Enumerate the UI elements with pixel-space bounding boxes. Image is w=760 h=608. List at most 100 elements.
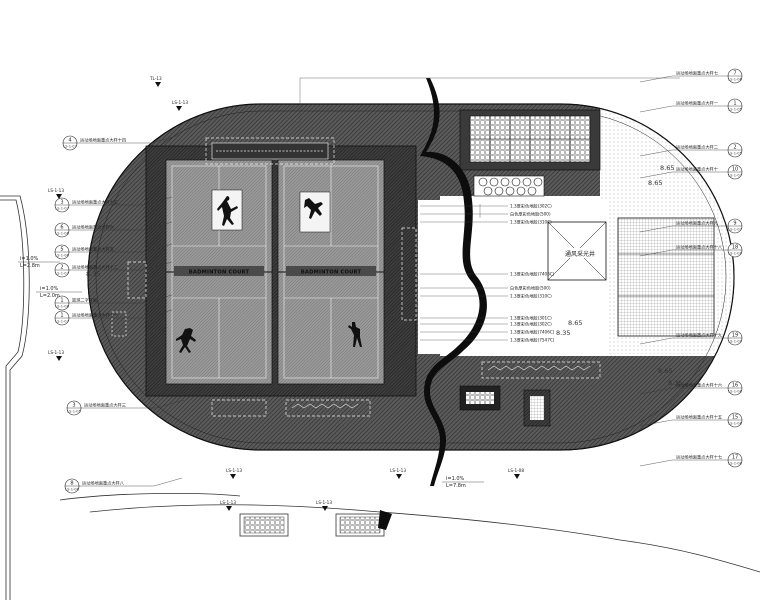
left-callout-label: 运动场地面重点大样三 [84, 402, 126, 409]
court-area: BADMINTON COURT BADMINTON COURT [145, 145, 417, 397]
svg-text:i=1.0%: i=1.0% [446, 476, 465, 482]
left-callout-number: 8 [70, 481, 73, 487]
right-callout-label: 运动场地面重点大样十七 [676, 454, 722, 461]
left-callout: 运动场地面重点大样十四 [77, 134, 181, 144]
top-bench-row [205, 137, 335, 165]
svg-text:LS-1-13: LS-1-13 [220, 500, 236, 505]
right-callout: 运动场地面重点大样十九 [639, 332, 728, 345]
left-callout-bubble: 3LS-1-05 [66, 400, 82, 416]
left-callout-label: 运动场地面重点大样六 [72, 224, 114, 231]
bottom-window-grid-a [243, 516, 285, 534]
player-silhouette-bottom-right [348, 322, 362, 347]
left-callout-label: 运动场地面重点大样十二 [72, 264, 118, 271]
left-court-label: BADMINTON COURT [189, 270, 250, 276]
left-callout-label: 运动场地面重点大样十四 [80, 137, 126, 144]
left-callout-bubble: 1LS-1-06 [54, 295, 70, 311]
central-s-curve [378, 78, 487, 530]
section-mark-bottom-left: LS-1-13 [220, 500, 236, 511]
left-callout: 运动场地面重点大样六 [69, 221, 173, 231]
left-callout-label: 篮球二字样板 [72, 297, 98, 304]
section-mark-bottom-b: LS-1-13 [390, 468, 406, 479]
right-callout-ref: LS-1-06 [728, 78, 742, 82]
right-callout-number: 7 [733, 71, 736, 77]
section-mark-bottom-mid: LS-1-13 [316, 500, 332, 511]
player-silhouette-top-left [211, 189, 243, 231]
left-callout-label: 运动场地面重点大样五 [72, 246, 114, 253]
right-callout-label: 运动场地面重点大样一 [676, 100, 718, 107]
left-callout: 运动场地面重点大样十三 [69, 196, 173, 206]
svg-text:LS-1-13: LS-1-13 [48, 350, 64, 355]
svg-text:L=7.8m: L=7.8m [446, 483, 466, 489]
right-callout-number: 9 [733, 221, 736, 227]
svg-text:L=2.0m: L=2.0m [40, 293, 60, 299]
left-callout-bubble: 3LS-1-07 [54, 197, 70, 213]
right-grid-panel [617, 217, 715, 337]
material-note-label: 白色厚彩色地胶(500) [510, 285, 551, 292]
left-callout-number: 1 [60, 298, 63, 304]
right-callout-label: 运动场地面重点大样十八 [676, 244, 723, 251]
slope-note-bottom: i=1.0% L=7.8m [442, 476, 484, 489]
elevation-e3: 8.65 [648, 179, 662, 187]
right-callout-ref: LS-1-07 [728, 228, 742, 232]
material-note-label: 1.3厚彩色地胶(7406C) [510, 271, 555, 278]
right-callout: 运动场地面重点大样二 [639, 144, 728, 157]
right-callout: 运动场地面重点大样十 [639, 166, 728, 179]
slope-note-left-a: i=1.0% L=2.8m [18, 256, 60, 269]
left-callout-ref: LS-1-05 [67, 410, 81, 414]
left-callout-number: 5 [60, 247, 63, 253]
right-callout-label: 运动场地面重点大样九 [676, 220, 719, 227]
left-callout-bubble: 8LS-1-06 [64, 478, 80, 494]
slope-note-left-b: i=1.0% L=2.0m [36, 286, 82, 299]
right-callout-label: 运动场地面重点大样十六 [676, 382, 722, 389]
right-callout-ref: LS-1-07 [728, 174, 742, 178]
svg-text:i=1.0%: i=1.0% [40, 286, 59, 292]
elevation-e4: 8.65 [568, 319, 582, 327]
left-callout-label: 运动场地面重点大样十三 [72, 199, 118, 206]
svg-text:LS-1-13: LS-1-13 [226, 468, 242, 473]
left-side-benches [111, 227, 417, 337]
material-note: 白色厚彩色地胶(500) [420, 211, 551, 218]
right-callout: 运动场地面重点大样十八 [639, 244, 728, 257]
right-callout-ref: LS-1-09 [728, 252, 742, 256]
material-note: 1.3厚彩色地胶(310C) [420, 219, 552, 226]
player-silhouette-bottom-left [176, 328, 196, 353]
right-callout-bubble: 1LS-1-05 [727, 98, 743, 114]
right-callout-bubble: 9LS-1-07 [727, 218, 743, 234]
left-callout-ref: LS-1-06 [55, 254, 69, 258]
svg-text:i=1.0%: i=1.0% [20, 256, 39, 262]
left-callout-ref: LS-1-07 [55, 272, 69, 276]
left-callout: 运动场地面重点大样三 [81, 399, 185, 409]
right-court-label: BADMINTON COURT [301, 270, 362, 276]
svg-text:LS-1-13: LS-1-13 [316, 500, 332, 505]
section-mark-left-b: LS-1-13 [48, 350, 64, 361]
right-callout: 运动场地面重点大样十六 [639, 382, 728, 395]
left-callout-bubble: 1LS-1-07 [54, 310, 70, 326]
left-callout-ref: LS-1-06 [55, 305, 69, 309]
left-callout-label: 运动场地面重点大样十一 [72, 312, 118, 319]
left-callout: 运动场地面重点大样五 [69, 243, 173, 253]
right-callout-number: 16 [732, 383, 738, 389]
right-callout-bubble: 7LS-1-06 [727, 68, 743, 84]
left-callout-label: 运动场地面重点大样八 [82, 480, 125, 487]
section-mark-top-left2: LS-1-13 [172, 100, 188, 111]
material-note: 1.3厚彩色地胶(7406C) [420, 329, 555, 336]
svg-text:LS-1-08: LS-1-08 [508, 468, 524, 473]
material-note-label: 1.3厚彩色地胶(7547C) [510, 337, 555, 344]
elevation-e7: 8.35 [668, 379, 682, 387]
left-callout-number: 3 [72, 403, 75, 409]
left-callout: 运动场地面重点大样十二 [69, 261, 173, 271]
left-callout-number: 3 [60, 200, 63, 206]
section-mark-left-a: LS-1-13 [48, 188, 64, 199]
material-note-label: 1.3厚彩色地胶(310C) [510, 219, 552, 226]
svg-text:TL-13: TL-13 [149, 76, 162, 81]
material-notes: 1.3厚彩色地胶(302C)白色厚彩色地胶(500)1.3厚彩色地胶(310C)… [420, 203, 555, 344]
right-callout-ref: LS-1-08 [728, 462, 742, 466]
left-callout-bubble: 6LS-1-06 [54, 222, 70, 238]
section-mark-top-left: TL-13 [149, 76, 162, 87]
right-callout-ref: LS-1-09 [728, 340, 742, 344]
right-callout-label: 运动场地面重点大样十五 [676, 414, 722, 421]
